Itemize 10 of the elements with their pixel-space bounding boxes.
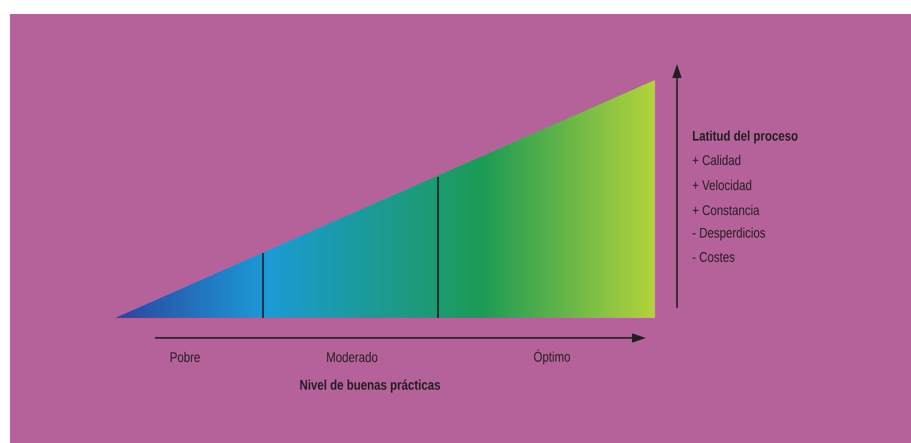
list-item: + Velocidad	[692, 180, 752, 190]
list-item: - Desperdicios	[692, 227, 766, 240]
list-item: + Calidad	[692, 154, 740, 166]
list-item: + Constancia	[692, 204, 760, 216]
axis-title: Nivel de buenas prácticas	[300, 379, 440, 393]
scale-label: Óptimo	[534, 349, 570, 364]
scale-label: Moderado	[327, 352, 378, 362]
list-item: - Costes	[692, 252, 735, 262]
scale-label: Pobre	[170, 352, 200, 362]
axis-title: Latitud del proceso	[692, 130, 798, 144]
